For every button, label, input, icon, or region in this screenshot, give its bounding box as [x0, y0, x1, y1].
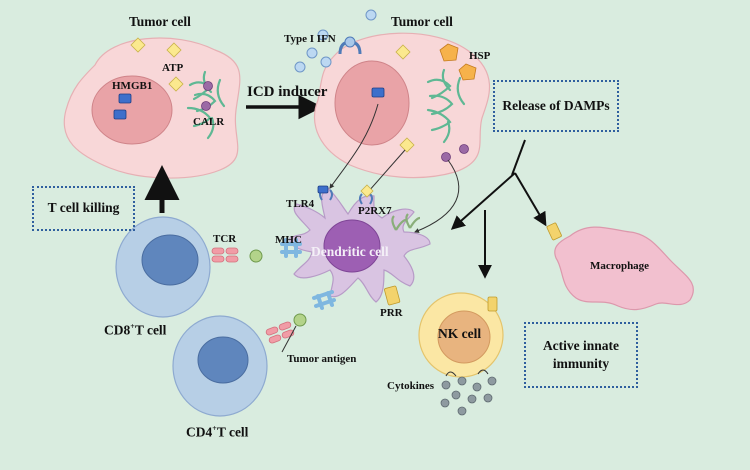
cd8-suffix: T cell [134, 322, 167, 338]
type-i-ifn-receptor [294, 9, 377, 73]
golgi-organelle-left [186, 70, 226, 140]
hmgb1-label: HMGB1 [112, 80, 153, 92]
calr-dot [441, 152, 451, 162]
hmgb1-marker [113, 109, 127, 120]
type-i-ifn-label: Type I IFN [284, 33, 336, 45]
nk-receptor [487, 296, 498, 312]
macrophage-label: Macrophage [590, 260, 650, 272]
golgi-organelle-right [426, 68, 466, 144]
nk-cell-label: NK cell [438, 326, 482, 341]
ifn-dot [317, 29, 329, 41]
atp-diamond [168, 76, 184, 92]
hmgb1-tlr4-arrow [329, 103, 379, 189]
atp-p2rx7-arrow [367, 149, 406, 193]
cytokine-dots [440, 376, 497, 416]
hsp-pentagon [458, 63, 477, 81]
macrophage-receptor [546, 222, 562, 241]
calr-prr-arrow [414, 159, 460, 233]
dendritic-cell-shape [280, 184, 431, 310]
cd8-prefix: CD8 [104, 322, 131, 338]
prr-block [384, 285, 401, 306]
calr-dot [459, 144, 469, 154]
cd4-t-cell [172, 315, 268, 417]
calr-dot [203, 81, 213, 91]
prr-receptor-icon [391, 213, 421, 231]
calr-dot [201, 101, 211, 111]
hsp-label: HSP [469, 50, 491, 62]
mhc-receptor-icon-lower [312, 290, 336, 310]
damps-arrows [450, 139, 547, 279]
nk-cell [418, 292, 504, 416]
ifn-dot [320, 56, 332, 68]
tumor-cell-right-label: Tumor cell [391, 14, 453, 29]
p2rx7-label: P2RX7 [358, 205, 392, 217]
tlr4-label: TLR4 [286, 198, 315, 210]
cd4-suffix: T cell [216, 424, 249, 440]
cd8-t-cell-label: CD8+T cell [104, 322, 166, 339]
atp-diamond [395, 44, 411, 60]
tumor-cell-left [63, 37, 241, 179]
tumor-antigen-dot [293, 313, 307, 327]
ifn-dot [365, 9, 377, 21]
t-cell-killing-box: T cell killing [32, 186, 135, 231]
mhc-receptor-icon [280, 238, 302, 258]
macrophage-cell [546, 222, 694, 311]
ifn-dot [294, 61, 306, 73]
cd8-sup: + [130, 322, 135, 331]
ifn-dot [306, 47, 318, 59]
atp-label: ATP [162, 62, 184, 74]
calr-label: CALR [193, 116, 225, 128]
cd8-t-cell [115, 216, 211, 318]
atp-diamond [399, 137, 415, 153]
tumor-cell-left-label: Tumor cell [129, 14, 191, 29]
cd4-tcr-icon [265, 321, 295, 344]
atp-diamond [166, 42, 182, 58]
cytokines-label: Cytokines [387, 380, 435, 392]
cd4-sup: + [212, 424, 217, 433]
cd4-prefix: CD4 [186, 424, 213, 440]
release-of-damps-box: Release of DAMPs [493, 80, 619, 132]
active-innate-immunity-box: Active innate immunity [524, 322, 638, 388]
p2rx7-receptor-icon [359, 184, 374, 205]
hmgb1-marker [371, 87, 385, 98]
icd-inducer-label: ICD inducer [247, 84, 328, 100]
tcr-icon [211, 247, 239, 263]
tumor-cell-right [314, 32, 491, 179]
antigen-dot [249, 249, 263, 263]
mhc-label: MHC [275, 234, 302, 246]
tcr-label: TCR [213, 233, 237, 245]
dendritic-cell-label: Dendritic cell [311, 244, 389, 259]
hsp-pentagon [439, 43, 459, 62]
atp-diamond [130, 37, 146, 53]
prr-label: PRR [380, 307, 403, 319]
tumor-antigen-label: Tumor antigen [287, 353, 357, 365]
hmgb1-marker [118, 93, 132, 104]
tlr4-receptor-icon [317, 185, 333, 201]
cd4-t-cell-label: CD4+T cell [186, 424, 248, 441]
tumor-antigen-pointer [281, 325, 297, 353]
